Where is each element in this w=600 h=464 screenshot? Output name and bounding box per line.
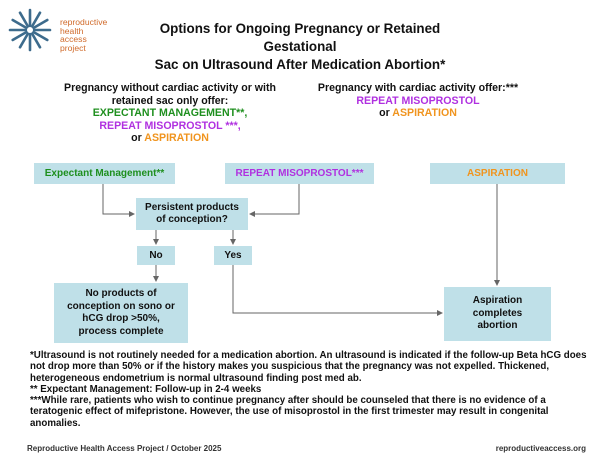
connector-expectant-to-persistent [102, 184, 135, 217]
connector-repeat-to-persistent [249, 184, 300, 217]
box-label: Yes [224, 250, 242, 261]
box-line: Persistent products [145, 202, 239, 213]
offer-right-or: or ASPIRATION [308, 107, 528, 120]
offer-right-repeat: REPEAT MISOPROSTOL [356, 94, 480, 107]
offer-right-line-1: Pregnancy with cardiac activity offer:**… [317, 82, 519, 94]
footer-website: reproductiveaccess.org [495, 444, 586, 453]
logo-line: reproductive [60, 17, 108, 27]
footnote-expectant: ** Expectant Management: Follow-up in 2-… [30, 383, 262, 395]
or-word: or [379, 107, 390, 120]
logo-starburst-icon [8, 8, 52, 52]
connector-yes-to-aspiration-complete [232, 265, 443, 316]
box-label: Expectant Management** [44, 168, 165, 179]
box-line: Aspiration [472, 295, 523, 307]
box-line: abortion [477, 320, 518, 332]
box-label: REPEAT MISOPROSTOL*** [235, 168, 364, 179]
box-line: completes [472, 307, 523, 319]
logo-line: health [60, 25, 84, 36]
logo-line: project [60, 42, 86, 53]
box-line: No products of [85, 288, 157, 299]
page-title: Options for Ongoing Pregnancy or Retaine… [125, 20, 475, 74]
box-persistent-products: Persistent products of conception? [136, 198, 248, 230]
offer-left-repeat: REPEAT MISOPROSTOL ***, [99, 119, 241, 132]
offer-no-cardiac: Pregnancy without cardiac activity or wi… [55, 82, 285, 145]
title-line-1: Options for Ongoing Pregnancy or Retaine… [159, 21, 441, 54]
box-expectant-management: Expectant Management** [34, 163, 175, 184]
offer-left-or: or ASPIRATION [55, 132, 285, 145]
offer-cardiac: Pregnancy with cardiac activity offer:**… [308, 82, 528, 120]
logo-text: reproductive health access project [60, 18, 107, 52]
box-label: No [149, 250, 163, 261]
box-line: of conception? [156, 214, 228, 225]
box-repeat-misoprostol: REPEAT MISOPROSTOL*** [225, 163, 374, 184]
footer-credit: Reproductive Health Access Project / Oct… [27, 444, 222, 453]
box-line: conception on sono or [67, 300, 175, 312]
title-line-2: Sac on Ultrasound After Medication Abort… [154, 57, 446, 72]
footnote-ultrasound: *Ultrasound is not routinely needed for … [30, 350, 587, 384]
or-word: or [131, 132, 142, 145]
footnotes: *Ultrasound is not routinely needed for … [30, 350, 588, 429]
offer-left-line-2: retained sac only offer: [111, 94, 229, 107]
footnote-teratogenic: ***While rare, patients who wish to cont… [30, 395, 549, 429]
box-line: process complete [78, 325, 164, 337]
box-aspiration: ASPIRATION [430, 163, 565, 184]
box-no: No [137, 246, 175, 265]
box-label: ASPIRATION [467, 168, 528, 179]
logo-line: access [60, 34, 87, 45]
box-no-products-complete: No products of conception on sono or hCG… [54, 283, 188, 343]
logo: reproductive health access project [8, 8, 168, 56]
offer-left-line-1: Pregnancy without cardiac activity or wi… [64, 82, 276, 94]
offer-left-aspiration: ASPIRATION [144, 132, 209, 145]
box-aspiration-completes: Aspiration completes abortion [444, 287, 551, 341]
box-line: hCG drop >50%, [82, 313, 160, 324]
box-yes: Yes [214, 246, 252, 265]
offer-right-aspiration: ASPIRATION [392, 107, 457, 120]
offer-left-expectant: EXPECTANT MANAGEMENT**, [92, 107, 248, 120]
